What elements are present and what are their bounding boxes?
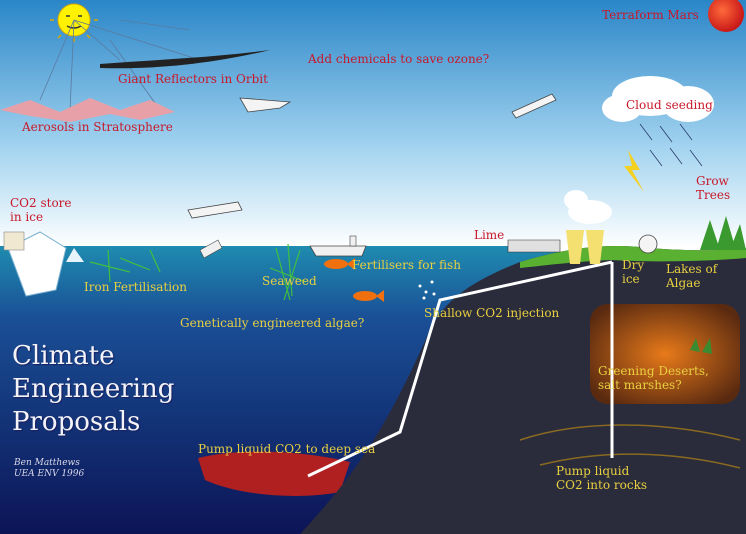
label-line: Algae <box>666 276 701 290</box>
label-lime: Lime <box>474 228 505 242</box>
label-dry-ice: Dry ice <box>622 258 644 286</box>
label-line: in ice <box>10 210 44 224</box>
label-add-chemicals: Add chemicals to save ozone? <box>308 52 490 66</box>
label-fertilisers-for-fish: Fertilisers for fish <box>352 258 461 272</box>
lightning-icon <box>624 150 644 192</box>
label-line: CO2 into rocks <box>556 478 648 492</box>
cloud-icon <box>602 76 714 122</box>
main-title: Climate Engineering Proposals <box>12 340 174 439</box>
label-grow-trees: Grow Trees <box>696 174 730 202</box>
label-lakes-of-algae: Lakes of Algae <box>666 262 717 290</box>
cave <box>590 304 740 404</box>
credit-line: UEA ENV 1996 <box>14 469 85 479</box>
title-line: Engineering <box>12 374 175 404</box>
label-seaweed: Seaweed <box>262 274 317 288</box>
fish-icon <box>324 258 384 302</box>
reflector-icon <box>100 50 270 69</box>
iceberg-icon <box>3 231 84 297</box>
label-line: Grow <box>696 174 729 188</box>
label-shallow-co2: Shallow CO2 injection <box>424 306 560 320</box>
shuttle-icon <box>239 97 292 113</box>
label-terraform-mars: Terraform Mars <box>602 8 699 22</box>
label-giant-reflectors: Giant Reflectors in Orbit <box>118 72 268 86</box>
power-station-icon <box>564 190 612 264</box>
label-pump-rocks: Pump liquid CO2 into rocks <box>556 464 647 492</box>
label-greening-deserts: Greening Deserts, salt marshes? <box>598 364 709 392</box>
label-line: ice <box>622 272 640 286</box>
label-line: salt marshes? <box>598 378 682 392</box>
label-co2-store: CO2 store in ice <box>10 196 72 224</box>
label-iron-fertilisation: Iron Fertilisation <box>84 280 188 294</box>
lime-truck-icon <box>507 239 561 253</box>
label-genetically-engineered-algae: Genetically engineered algae? <box>180 316 365 330</box>
mars-icon <box>708 0 744 32</box>
label-line: Dry <box>622 258 645 272</box>
label-line: CO2 store <box>10 196 72 210</box>
tank-icon <box>638 234 658 254</box>
deep-sea-pipe <box>307 260 613 478</box>
credit-line: Ben Matthews <box>14 458 80 468</box>
label-line: Trees <box>696 188 731 202</box>
plane-icon <box>187 201 243 219</box>
label-pump-deep-sea: Pump liquid CO2 to deep sea <box>198 442 376 456</box>
title-line: Proposals <box>12 407 141 437</box>
title-line: Climate <box>12 341 115 371</box>
boat-icon <box>199 239 223 259</box>
credit: Ben Matthews UEA ENV 1996 <box>14 458 84 480</box>
label-cloud-seeding: Cloud seeding <box>626 98 713 112</box>
sky <box>0 0 746 248</box>
label-line: Pump liquid <box>556 464 630 478</box>
ship-icon <box>309 235 367 257</box>
label-line: Lakes of <box>666 262 718 276</box>
plant-icon <box>690 338 712 354</box>
deep-sea-co2-pool <box>198 451 350 496</box>
tree-icon <box>700 216 746 250</box>
plane-icon <box>511 93 557 119</box>
label-line: Greening Deserts, <box>598 364 709 378</box>
seaweed-icon <box>89 243 307 301</box>
label-aerosols: Aerosols in Stratosphere <box>22 120 173 134</box>
aerosol-icon <box>0 98 175 122</box>
